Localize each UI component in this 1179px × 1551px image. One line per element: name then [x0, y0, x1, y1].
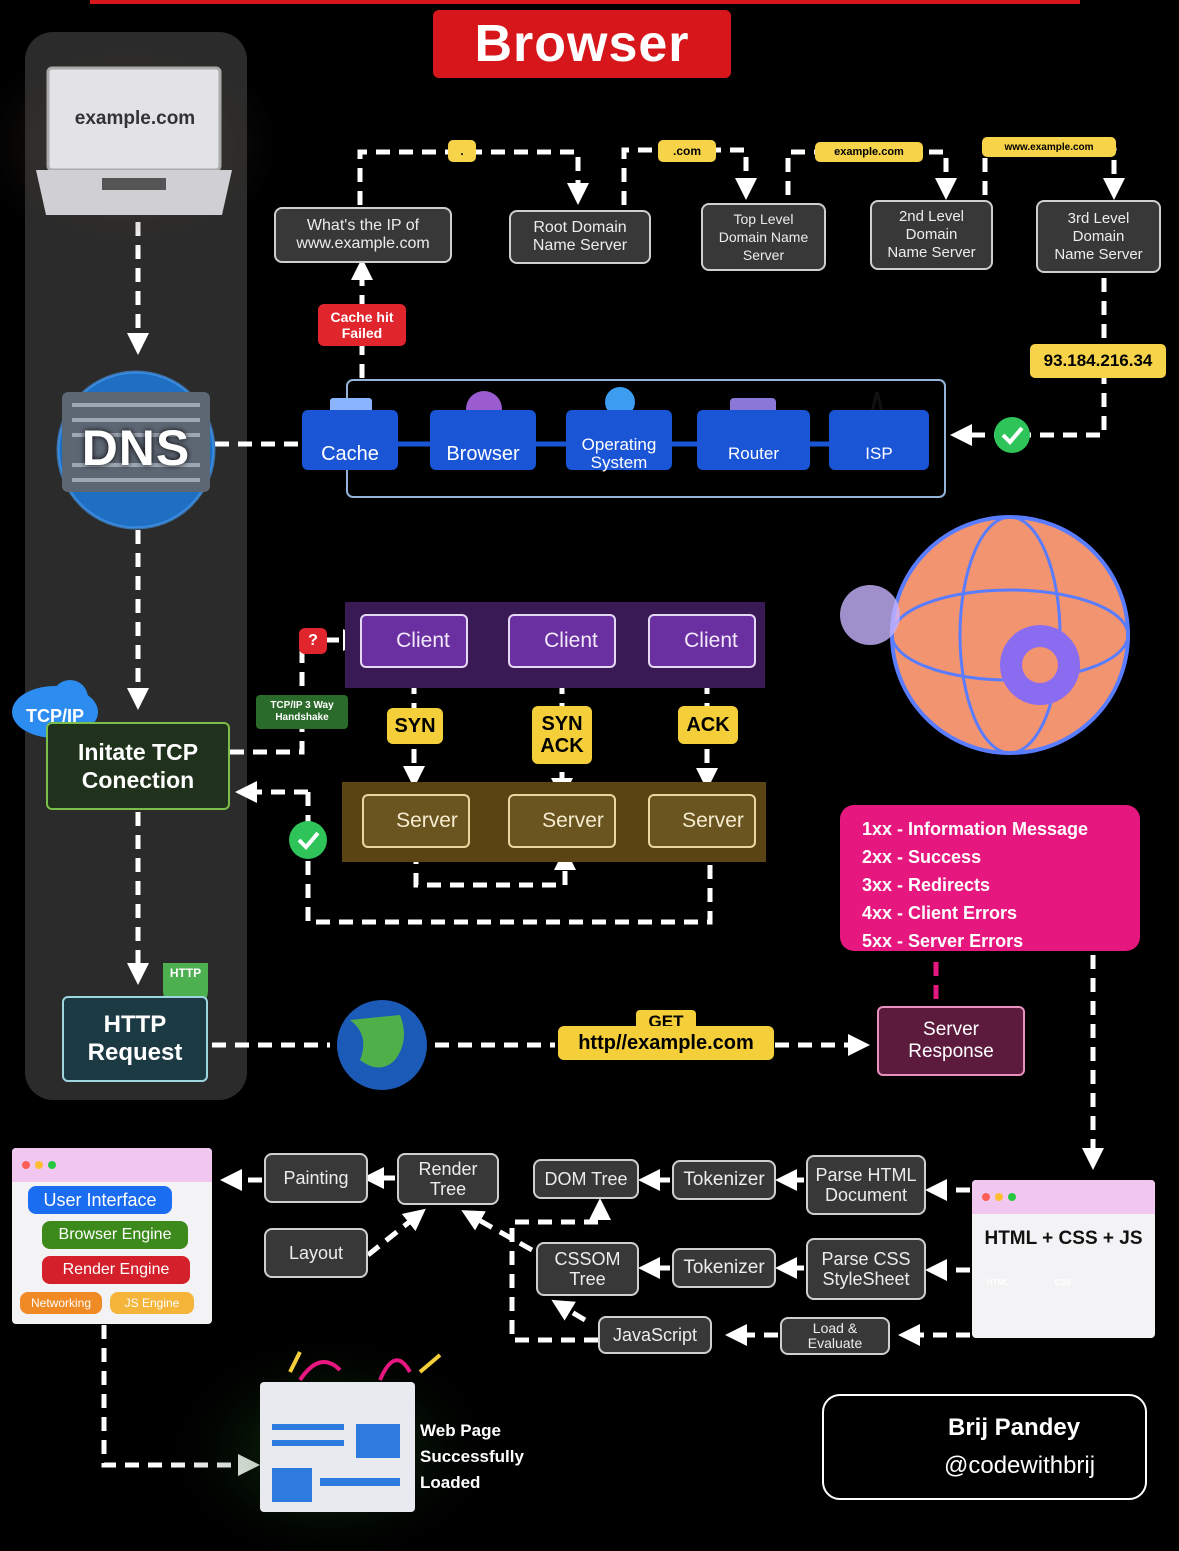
tag-example: example.com [815, 142, 923, 162]
page-title: Browser [433, 10, 731, 78]
handshake-label: TCP/IP 3 Way Handshake [256, 695, 348, 729]
msg-syn: SYN [387, 708, 443, 744]
cache-fail-badge: Cache hit Failed [318, 304, 406, 346]
status-4xx: 4xx - Client Errors [862, 903, 1018, 923]
author-name: Brij Pandey [948, 1414, 1081, 1441]
status-3xx: 3xx - Redirects [862, 875, 991, 895]
file-css-label: CSS [1054, 1277, 1072, 1287]
get-url: http//example.com [558, 1026, 774, 1060]
status-codes-box: 1xx - Information Message 2xx - Success … [840, 805, 1140, 951]
tcp-server-1: Server [362, 794, 470, 848]
msg-syn-ack: SYN ACK [532, 706, 592, 764]
tcp-client-2: Client [508, 614, 616, 668]
cssom-tree-box: CSSOM Tree [536, 1242, 639, 1296]
top-accent-line [90, 0, 1080, 4]
tag-root: . [448, 140, 476, 162]
dns-label: DNS [81, 420, 191, 476]
component-networking: Networking [20, 1292, 102, 1314]
cache-layer-browser: Browser [430, 410, 536, 470]
tokenizer-css-box: Tokenizer [672, 1248, 776, 1288]
tcp-client-2-label: Client [544, 629, 598, 652]
ip-address-badge: 93.184.216.34 [1030, 344, 1166, 378]
render-tree-box: Render Tree [397, 1153, 499, 1205]
initiate-tcp-box: Initate TCP Conection [46, 722, 230, 810]
status-2xx: 2xx - Success [862, 847, 982, 867]
component-ui: User Interface [28, 1186, 172, 1214]
tld-name-server: Top Level Domain Name Server [701, 203, 826, 271]
tag-www: www.example.com [982, 137, 1116, 157]
tcp-server-1-label: Server [396, 809, 458, 832]
author-card: Brij Pandey @codewithbrij [822, 1394, 1147, 1500]
resources-label: HTML + CSS + JS [984, 1228, 1143, 1249]
tcp-client-3: Client [648, 614, 756, 668]
tcp-server-2-label: Server [542, 809, 604, 832]
http-request-box: HTTP Request [62, 996, 208, 1082]
window-controls [12, 1148, 212, 1182]
tcp-client-3-label: Client [684, 629, 738, 652]
question-badge: ? [299, 628, 327, 654]
author-handle: @codewithbrij [944, 1452, 1096, 1479]
status-5xx: 5xx - Server Errors [862, 931, 1024, 951]
second-level-name-server: 2nd Level Domain Name Server [870, 200, 993, 270]
laptop-url: example.com [74, 108, 196, 129]
parse-html-box: Parse HTML Document [806, 1155, 926, 1215]
component-browser-engine: Browser Engine [42, 1221, 188, 1249]
tcp-client-1: Client [360, 614, 468, 668]
component-render-engine: Render Engine [42, 1256, 190, 1284]
dns-question-box: What's the IP of www.example.com [274, 207, 452, 263]
tcp-ip-cloud-label: TCP/IP [25, 705, 84, 726]
window-controls [972, 1180, 1155, 1214]
layout-box: Layout [264, 1228, 368, 1278]
parse-css-box: Parse CSS StyleSheet [806, 1238, 926, 1300]
cache-layer-router: Router [697, 410, 810, 470]
cache-layer-isp: ISP [829, 410, 929, 470]
http-shield-label: HTTP [169, 966, 202, 980]
tcp-server-3: Server [648, 794, 756, 848]
tcp-client-1-label: Client [396, 629, 450, 652]
root-name-server: Root Domain Name Server [509, 210, 651, 264]
tag-com: .com [658, 140, 716, 162]
tcp-server-3-label: Server [682, 809, 744, 832]
dom-tree-box: DOM Tree [533, 1159, 639, 1199]
page-loaded-label: Web Page Successfully Loaded [420, 1421, 524, 1492]
cache-layer-os: Operating System [566, 410, 672, 472]
painting-box: Painting [264, 1153, 368, 1203]
status-1xx: 1xx - Information Message [862, 819, 1089, 839]
server-response-box: Server Response [877, 1006, 1025, 1076]
msg-ack: ACK [678, 706, 738, 744]
load-evaluate-box: Load & Evaluate [780, 1317, 890, 1355]
cache-layer-cache: Cache [302, 410, 398, 470]
javascript-box: JavaScript [598, 1316, 712, 1354]
resources-window: HTML + CSS + JS [972, 1180, 1155, 1338]
tokenizer-html-box: Tokenizer [672, 1160, 776, 1200]
tcp-server-2: Server [508, 794, 616, 848]
component-js-engine: JS Engine [110, 1292, 194, 1314]
file-html-label: HTML [986, 1277, 1010, 1287]
third-level-name-server: 3rd Level Domain Name Server [1036, 200, 1161, 273]
